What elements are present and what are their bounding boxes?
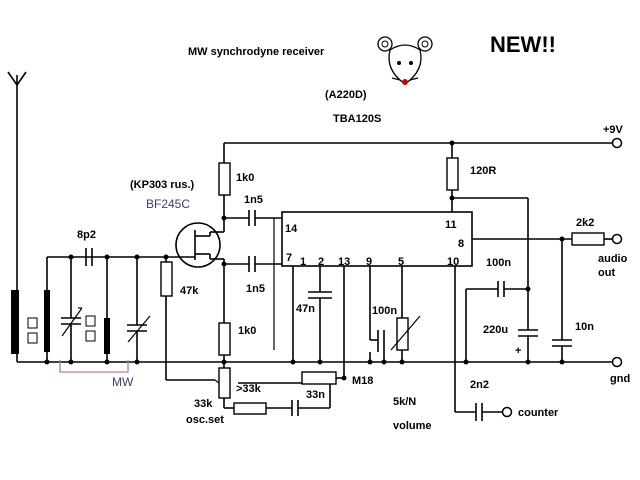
supply-label: +9V	[603, 124, 624, 136]
ground-label: gnd	[610, 373, 630, 385]
c-33n-label: 33n	[306, 389, 325, 401]
fet-name-label: BF245C	[146, 197, 190, 211]
c-100n-right-label: 100n	[486, 257, 511, 269]
audio-out-label: audio out	[598, 253, 630, 279]
c-1n5-bot-label: 1n5	[246, 283, 265, 295]
antenna-icon	[7, 71, 27, 362]
m18-label: M18	[352, 375, 373, 387]
r-120r-label: 120R	[470, 165, 496, 177]
diagram-title: MW synchrodyne receiver	[188, 46, 325, 58]
r-47k-label: 47k	[180, 285, 199, 297]
pin-1-label: 1	[300, 256, 306, 268]
pin-11-label: 11	[445, 219, 457, 231]
pin-2-label: 2	[318, 256, 324, 268]
osc-set-label: osc.set	[186, 414, 224, 426]
ic-name-label: TBA120S	[333, 113, 381, 125]
pin-14-label: 14	[285, 223, 298, 235]
c-47n-label: 47n	[296, 303, 315, 315]
c-1n5-top-label: 1n5	[244, 194, 263, 206]
pin-10-label: 10	[447, 256, 459, 268]
band-label: MW	[112, 375, 134, 389]
audio-out-line1: audio	[598, 253, 628, 265]
r-2k2-label: 2k2	[576, 217, 594, 229]
pin-13-label: 13	[338, 256, 350, 268]
pin-5-label: 5	[398, 256, 404, 268]
c-10n-label: 10n	[575, 321, 594, 333]
r-1k0-bot-label: 1k0	[238, 325, 256, 337]
counter-label: counter	[518, 407, 559, 419]
pot-5k-label: 5k/N	[393, 396, 416, 408]
c-2n2-label: 2n2	[470, 379, 489, 391]
r-gt33k-label: >33k	[236, 383, 262, 395]
pot-33k-label: 33k	[194, 398, 213, 410]
fet-section	[160, 143, 347, 416]
ground-rail	[17, 356, 623, 368]
ic-tba120s	[281, 211, 473, 267]
tuning-section	[27, 248, 166, 373]
fet-note-label: (KP303 rus.)	[130, 179, 195, 191]
volume-label: volume	[393, 420, 432, 432]
audio-out-line2: out	[598, 267, 615, 279]
mouse-icon	[377, 36, 433, 85]
supply-rail	[224, 137, 623, 149]
new-badge: NEW!!	[490, 32, 556, 57]
pin-7-label: 7	[286, 252, 292, 264]
c-100n-mid-label: 100n	[372, 305, 397, 317]
ic-variant-label: (A220D)	[325, 89, 367, 101]
c-220u-label: 220u	[483, 324, 508, 336]
r-1k0-top-label: 1k0	[236, 172, 254, 184]
c-8p2-label: 8p2	[77, 229, 96, 241]
ic-pin-wiring	[273, 140, 623, 421]
c-220u-plus: +	[515, 345, 521, 357]
pin-9-label: 9	[366, 256, 372, 268]
pin-8-label: 8	[458, 238, 464, 250]
